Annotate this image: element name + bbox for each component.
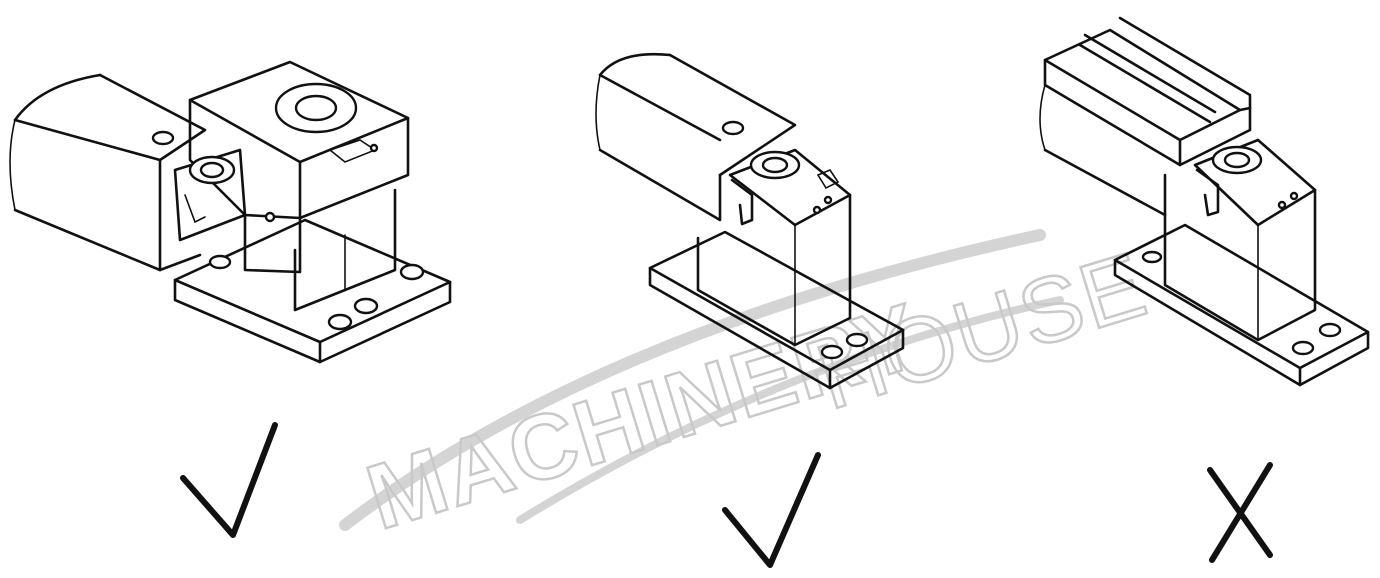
panel-left-mount (9, 60, 452, 538)
channel-rail-right (1039, 16, 1252, 217)
rail-center (595, 52, 797, 222)
watermark-text-house: HOUSE (806, 233, 1158, 429)
key-block-center (730, 178, 754, 226)
panel-right-mount (1039, 16, 1370, 563)
pillar-right (1163, 173, 1317, 342)
clamp-head-left (188, 60, 410, 274)
check-mark-icon (180, 422, 278, 538)
clamp-head-center (728, 148, 852, 227)
panel-center-mount (595, 52, 905, 568)
watermark: MACHINERY HOUSE (339, 229, 1160, 550)
cross-mark-icon (1207, 462, 1273, 563)
rail-left (9, 73, 207, 272)
clamp-head-right (1193, 138, 1317, 227)
key-block-left (173, 148, 247, 242)
pillar-center (696, 193, 852, 347)
base-plate-left (173, 218, 452, 364)
pillar-left (293, 188, 397, 312)
base-plate-right (1113, 223, 1370, 387)
check-mark-icon (722, 452, 821, 568)
base-plate-center (648, 230, 905, 390)
